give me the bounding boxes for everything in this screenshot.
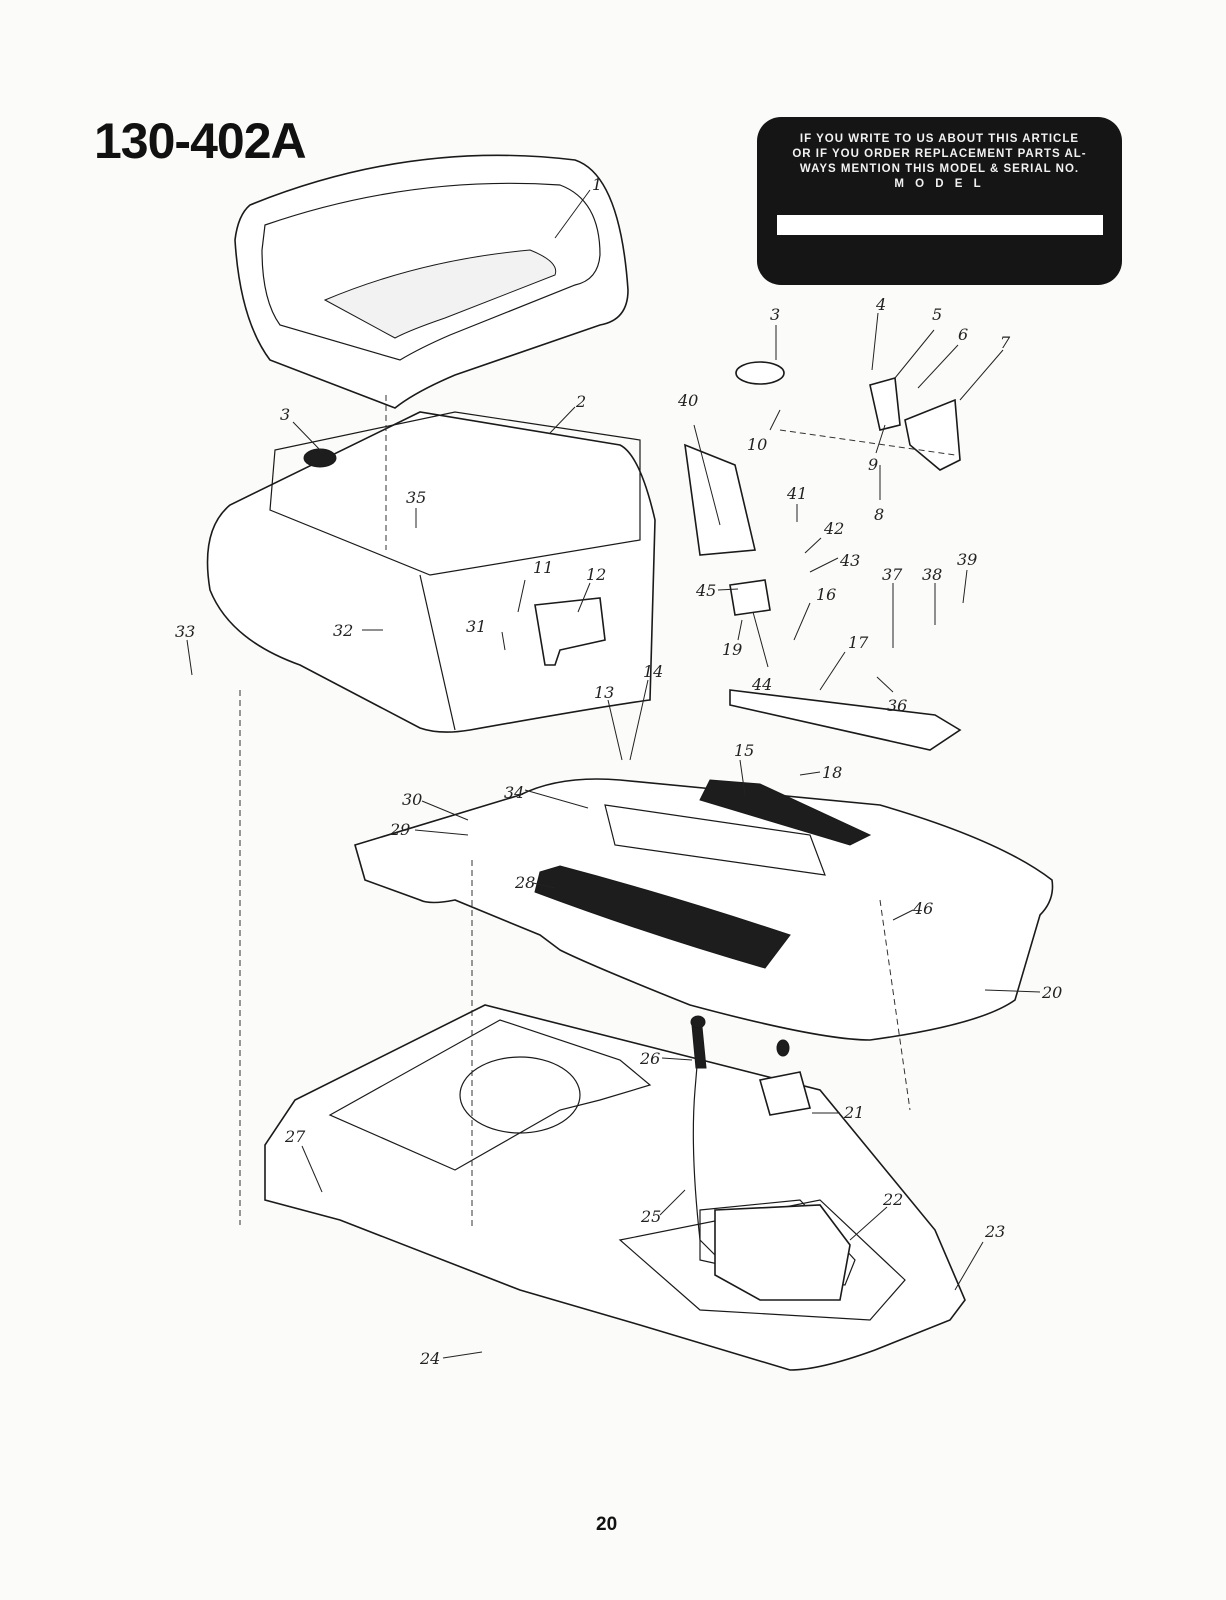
callout-20: 20 [1041,983,1062,1002]
callout-33: 33 [175,622,195,641]
callout-16: 16 [816,585,836,604]
seat-bracket-part [534,597,606,666]
callout-3: 3 [280,405,290,424]
model-serial-entry-box [777,215,1103,235]
page-number: 20 [596,1514,618,1535]
callout-37: 37 [882,565,903,584]
callout-21: 21 [843,1103,864,1122]
callout-13: 13 [594,683,614,702]
callout-43: 43 [839,551,860,570]
notice-line-3: WAYS MENTION THIS MODEL & SERIAL NO. [799,163,1080,175]
callout-34: 34 [504,783,524,802]
shifter-bracket-part [758,1039,812,1116]
hinge-part [729,579,771,616]
callout-41: 41 [786,484,807,503]
callout-19: 19 [722,640,742,659]
callouts: 1 2 3 3 4 5 6 7 8 9 10 11 12 13 [175,175,1062,1368]
callout-23: 23 [984,1222,1005,1241]
notice-line-2: OR IF YOU ORDER REPLACEMENT PARTS AL- [792,148,1087,160]
alignment-line [879,899,911,1111]
callout-1: 1 [592,175,602,194]
shift-mechanism-part [714,1204,851,1301]
callout-30: 30 [402,790,422,809]
latch-bracket-part [904,398,961,471]
callout-27: 27 [284,1127,306,1146]
callout-31: 31 [466,617,486,636]
callout-44: 44 [751,675,772,694]
callout-42: 42 [823,519,844,538]
callout-39: 39 [957,550,977,569]
notice-model-label: M O D E L [894,178,985,190]
callout-9: 9 [868,455,878,474]
callout-22: 22 [882,1190,903,1209]
callout-8: 8 [874,505,884,524]
fender-pan-part [354,778,1054,1041]
latch-plate-part [869,376,901,431]
callout-11: 11 [533,558,553,577]
model-serial-notice-plate: IF YOU WRITE TO US ABOUT THIS ARTICLE OR… [757,117,1122,285]
callout-5: 5 [932,305,942,324]
callout-14: 14 [643,662,663,681]
callout-17: 17 [848,633,869,652]
seat-knob-part [735,361,785,385]
callout-35: 35 [406,488,426,507]
callout-7: 7 [1000,333,1011,352]
callout-29: 29 [389,820,410,839]
seat-part [234,154,629,409]
callout-38: 38 [922,565,942,584]
callout-32: 32 [333,621,353,640]
notice-text: IF YOU WRITE TO US ABOUT THIS ARTICLE OR… [757,117,1122,192]
callout-36: 36 [887,696,907,715]
callout-6: 6 [958,325,968,344]
callout-3: 3 [770,305,780,324]
callout-25: 25 [640,1207,661,1226]
callout-15: 15 [734,741,754,760]
chute-flap-part [684,443,756,556]
notice-line-1: IF YOU WRITE TO US ABOUT THIS ARTICLE [799,133,1080,145]
callout-26: 26 [639,1049,660,1068]
callout-2: 2 [575,392,586,411]
callout-4: 4 [875,295,886,314]
base-footrest-part [264,1004,966,1371]
callout-40: 40 [677,391,698,410]
callout-24: 24 [419,1349,440,1368]
callout-10: 10 [747,435,767,454]
callout-46: 46 [912,899,933,918]
callout-45: 45 [695,581,716,600]
model-number-title: 130-402A [94,113,307,169]
mounting-plate-part [729,689,962,751]
callout-18: 18 [822,763,842,782]
shift-lever-part [690,1015,721,1261]
callout-28: 28 [514,873,535,892]
callout-12: 12 [586,565,606,584]
